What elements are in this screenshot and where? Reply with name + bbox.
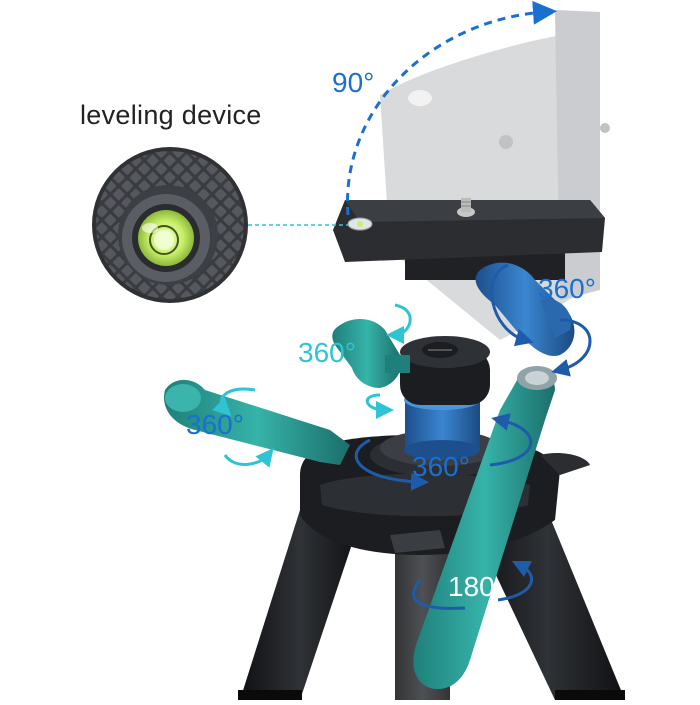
- mount-screw: [457, 198, 475, 217]
- tilt-label: 90°: [332, 67, 374, 98]
- tripod-legs: [238, 505, 625, 700]
- pan-head: [370, 336, 510, 477]
- tilt-arc: [346, 0, 557, 216]
- quick-release-plate: [333, 198, 605, 280]
- plate-knob: [475, 262, 575, 356]
- handle-label: 180: [448, 571, 495, 602]
- lock-knob-label: 360°: [298, 337, 356, 368]
- teal-lock-knob: [332, 318, 410, 388]
- leveling-device-inset: [92, 147, 248, 303]
- leveling-device-label: leveling device: [80, 100, 262, 130]
- plate-knob-label: 360°: [538, 273, 596, 304]
- side-handle-label: 360°: [186, 409, 244, 440]
- side-handle: [164, 379, 350, 465]
- rotation-arrows: [212, 263, 592, 610]
- base-label: 360°: [412, 451, 470, 482]
